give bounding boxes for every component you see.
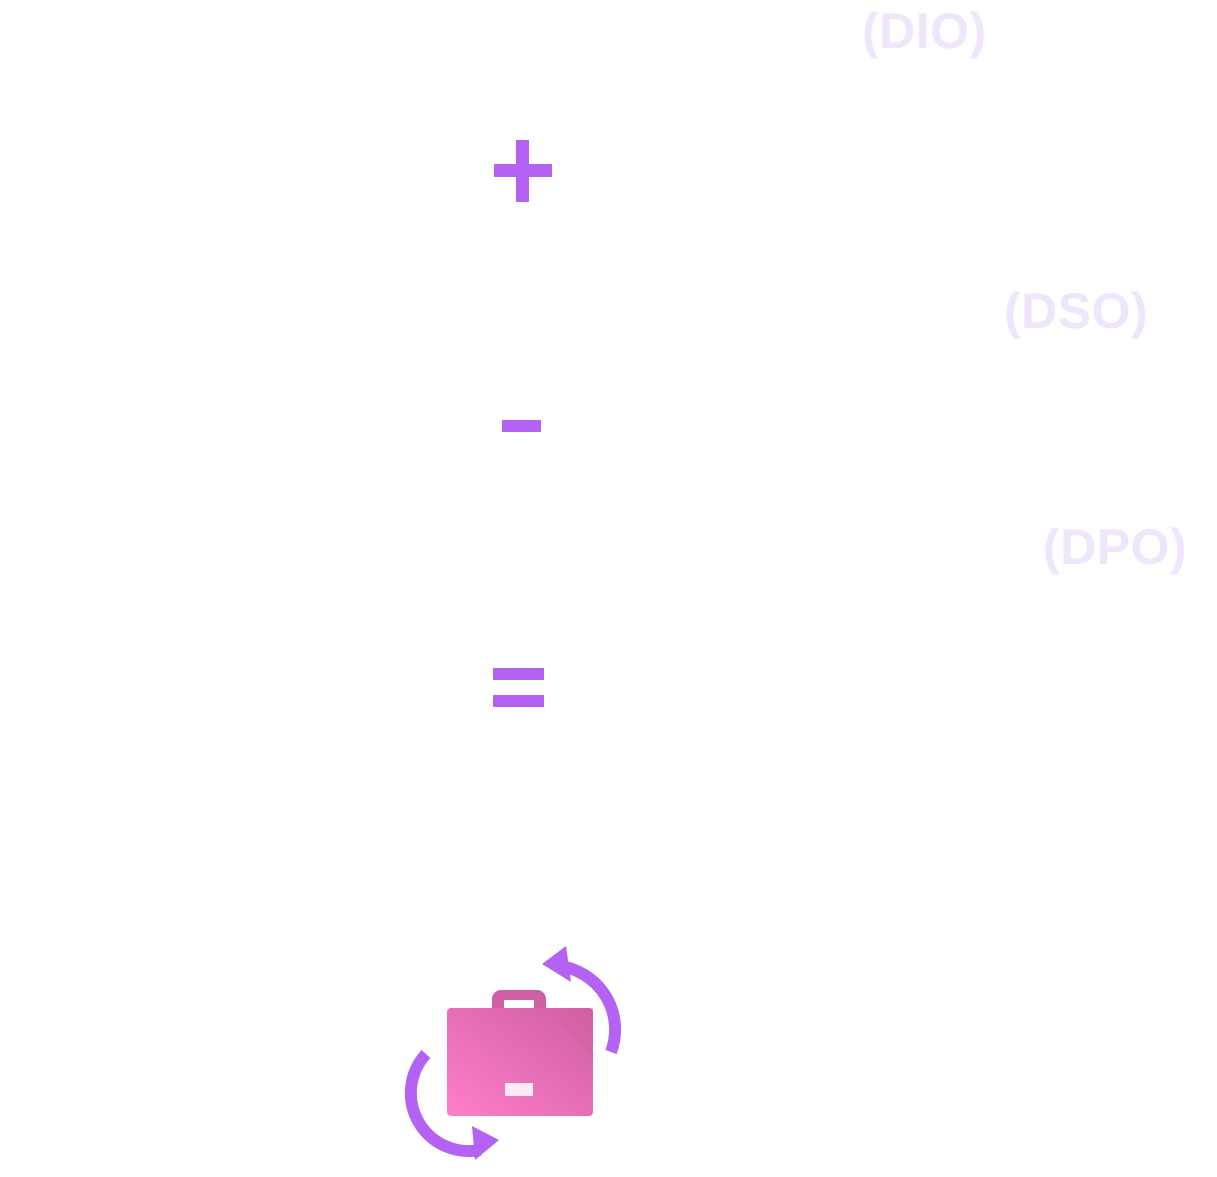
briefcase-cycle-icon [396, 940, 646, 1170]
equals-operator [493, 668, 544, 707]
term-dso-label: (DSO) [1004, 283, 1149, 339]
term-dpo-label: (DPO) [1043, 519, 1188, 575]
equals-icon [493, 668, 544, 707]
minus-operator [502, 420, 541, 432]
minus-icon [502, 420, 541, 432]
plus-icon [494, 140, 552, 202]
plus-operator [494, 140, 552, 202]
term-dio-label: (DIO) [862, 3, 987, 59]
